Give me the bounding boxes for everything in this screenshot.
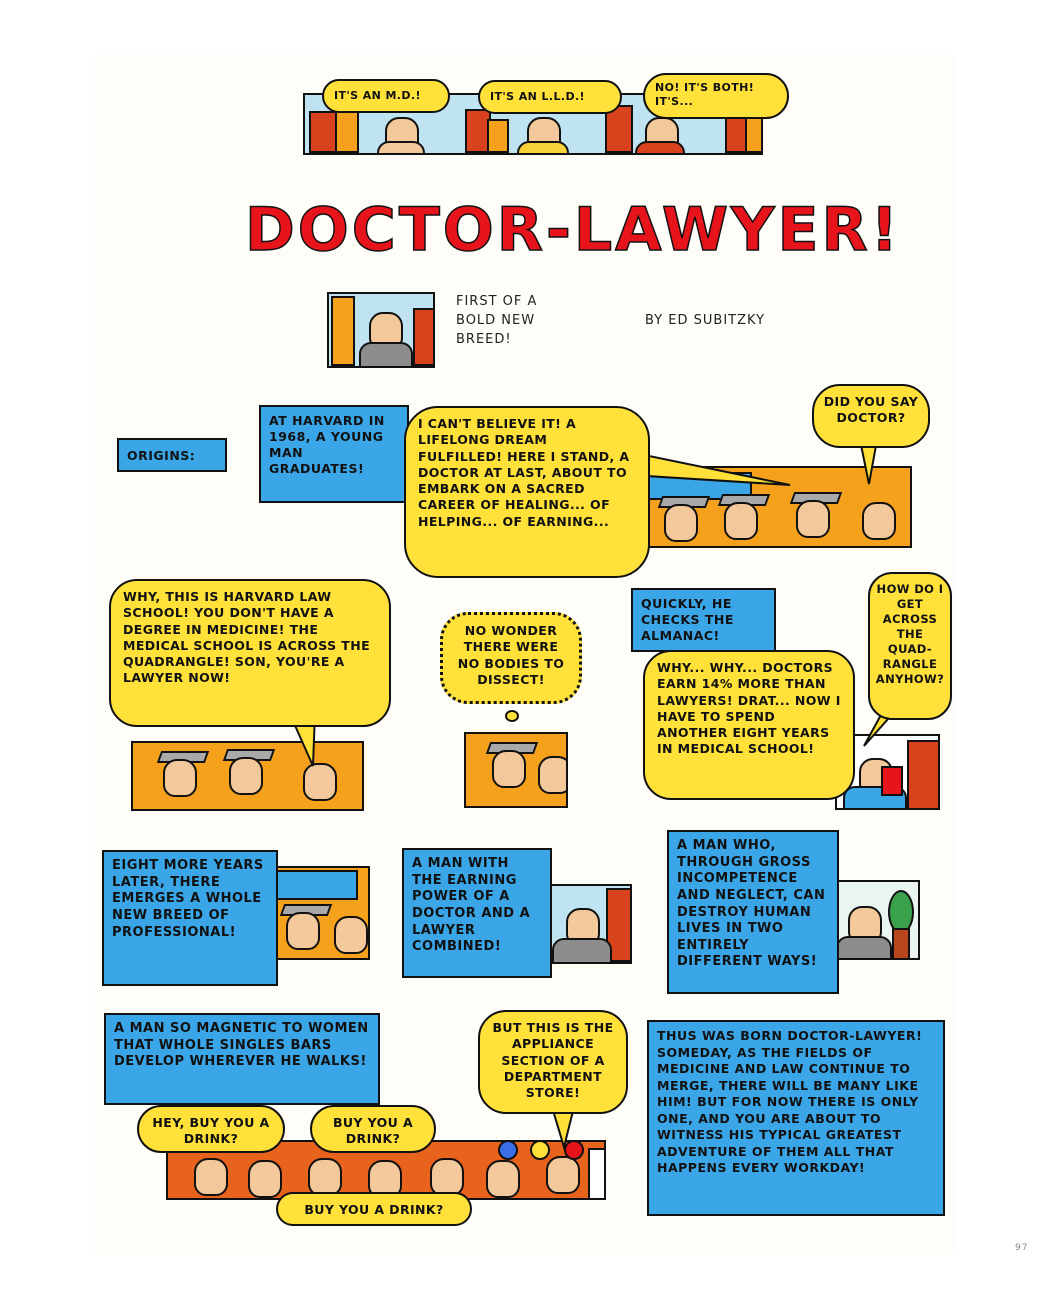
graduate-head (286, 912, 320, 950)
speech-bubble: WHY... WHY... DOCTORS EARN 14% MORE THAN… (643, 650, 855, 800)
speech-bubble: HEY, BUY YOU A DRINK? (137, 1105, 285, 1153)
woman-head (248, 1160, 282, 1198)
intro-panel (327, 292, 435, 368)
woman-head (368, 1160, 402, 1198)
incompetence-panel (828, 880, 920, 960)
class-banner (274, 870, 358, 900)
caption-box: A MAN WITH THE EARNING POWER OF A DOCTOR… (402, 848, 552, 978)
appliance-dial (564, 1142, 584, 1160)
building (487, 119, 509, 153)
building (413, 308, 433, 366)
thought-bubble: NO WONDER THERE WERE NO BODIES TO DISSEC… (440, 612, 582, 704)
graduate-head (229, 757, 263, 795)
graduation-panel (640, 466, 912, 548)
caption-box: THUS WAS BORN DOCTOR-LAWYER! SOMEDAY, AS… (647, 1020, 945, 1216)
speech-bubble: DID YOU SAY DOCTOR? (812, 384, 930, 448)
man-body (552, 938, 612, 962)
tagline: FIRST OF A BOLD NEW BREED! (456, 294, 538, 347)
speech-bubble: IT'S AN L.L.D.! (478, 80, 622, 114)
almanac-book (881, 766, 903, 796)
caption-box: A MAN WHO, THROUGH GROSS INCOMPETENCE AN… (667, 830, 839, 994)
singles-bar-panel (166, 1140, 606, 1200)
origins-label: ORIGINS: (117, 438, 227, 472)
speech-bubble: BUY YOU A DRINK? (276, 1192, 472, 1226)
speech-bubble: BUT THIS IS THE APPLIANCE SECTION OF A D… (478, 1010, 628, 1114)
appliance-dial (530, 1142, 550, 1160)
emerges-panel (270, 866, 370, 960)
graduate-head (664, 504, 698, 542)
building (309, 111, 339, 153)
page-number: 97 (1015, 1243, 1029, 1253)
woman-head (194, 1158, 228, 1196)
thought-dot (505, 710, 519, 722)
man-body (359, 342, 413, 366)
caption-box: A MAN SO MAGNETIC TO WOMEN THAT WHOLE SI… (104, 1013, 380, 1105)
caption-box: AT HARVARD IN 1968, A YOUNG MAN GRADUATE… (259, 405, 409, 503)
man-body (377, 141, 425, 153)
caption-box: QUICKLY, HE CHECKS THE ALMANAC! (631, 588, 776, 652)
byline: BY ED SUBITZKY (645, 313, 766, 328)
woman-head (308, 1158, 342, 1196)
law-school-panel (131, 741, 364, 811)
appliance-dial (498, 1142, 518, 1160)
speech-bubble: WHY, THIS IS HARVARD LAW SCHOOL! YOU DON… (109, 579, 391, 727)
power-panel (540, 884, 632, 964)
man-body (836, 936, 892, 958)
appliance (588, 1148, 604, 1198)
caption-box: EIGHT MORE YEARS LATER, THERE EMERGES A … (102, 850, 278, 986)
page-title: DOCTOR-LAWYER! (244, 194, 902, 266)
dean-head (303, 763, 337, 801)
building (606, 888, 630, 962)
graduate-head (492, 750, 526, 788)
plant-pot (892, 928, 910, 958)
speech-bubble: IT'S AN M.D.! (322, 79, 450, 113)
man-body (635, 141, 685, 153)
speech-bubble: I CAN'T BELIEVE IT! A LIFELONG DREAM FUL… (404, 406, 650, 578)
speech-bubble: BUY YOU A DRINK? (310, 1105, 436, 1153)
speech-bubble: NO! IT'S BOTH! IT'S... (643, 73, 789, 119)
dean-head (334, 916, 368, 954)
dean-head (538, 756, 566, 794)
dean-head (862, 502, 896, 540)
woman-body (517, 141, 569, 153)
speech-bubble: HOW DO I GET ACROSS THE QUAD-RANGLE ANYH… (868, 572, 952, 720)
building (331, 296, 355, 366)
graduate-head (724, 502, 758, 540)
man-head (546, 1156, 580, 1194)
bookshelf (907, 740, 938, 808)
graduate-head (163, 759, 197, 797)
woman-head (486, 1160, 520, 1198)
woman-head (430, 1158, 464, 1196)
graduate-head (796, 500, 830, 538)
thinking-panel (464, 732, 568, 808)
